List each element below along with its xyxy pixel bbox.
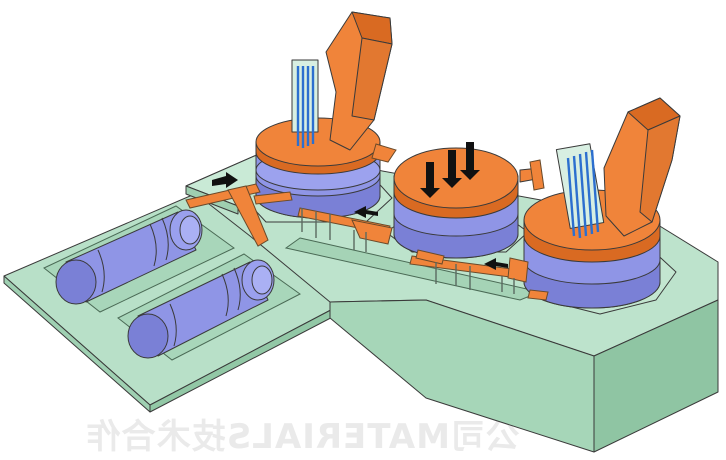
arc-furnace-left — [242, 12, 392, 222]
watermark-text: 公司MATERIALS技术合作 — [86, 417, 520, 457]
arc-furnace-right — [520, 98, 680, 314]
